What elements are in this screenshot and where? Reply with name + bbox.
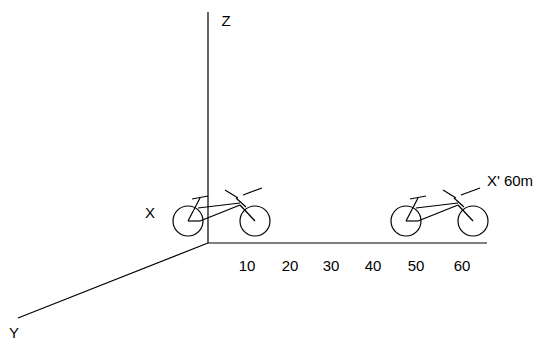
scale-number: 50 [408,258,425,273]
scale-number: 60 [454,258,471,273]
scale-number: 30 [323,258,340,273]
scale-number: 40 [365,258,382,273]
z-axis [207,12,208,243]
scale-number: 10 [239,258,256,273]
bicycle-sketch [173,188,270,236]
axis-label: X [145,205,155,220]
dimension-label: X' 60m [487,173,533,188]
y-axis [18,243,208,318]
axis-label: Y [9,325,19,340]
x-axis [208,242,487,243]
scale-number: 20 [282,258,299,273]
axis-label: Z [221,13,230,28]
bicycle-sketch [391,188,488,236]
